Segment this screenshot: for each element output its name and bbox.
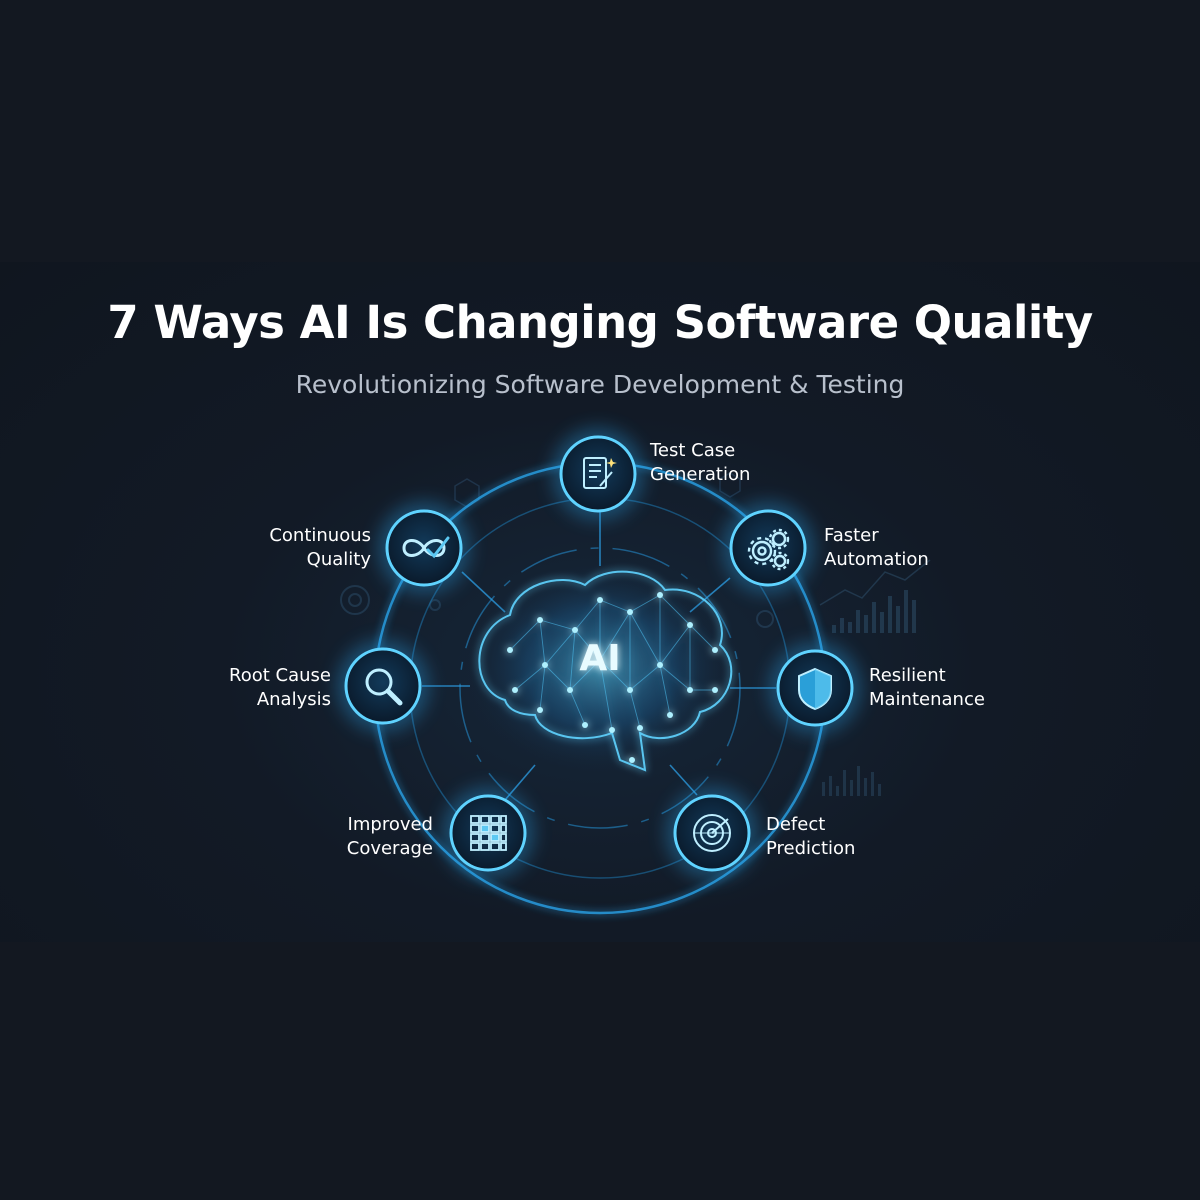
- brain-network-icon: [478, 570, 733, 772]
- label-line-1: Continuous: [269, 525, 371, 546]
- label-line-2: Automation: [824, 549, 929, 570]
- label-line-1: Faster: [824, 525, 879, 546]
- node-root-cause-analysis: [337, 640, 429, 732]
- label-root-cause-analysis: Root Cause Analysis: [229, 664, 331, 712]
- label-line-1: Root Cause: [229, 665, 331, 686]
- decor-hexagons: [454, 472, 741, 508]
- label-line-2: Prediction: [766, 838, 856, 859]
- label-line-2: Maintenance: [869, 689, 985, 710]
- node-improved-coverage: [442, 787, 534, 879]
- radar-target-icon: [693, 814, 731, 852]
- decor-bar-chart-right-top: [832, 590, 916, 633]
- label-line-1: Test Case: [650, 440, 736, 461]
- label-line-2: Coverage: [346, 838, 433, 859]
- page-title: 7 Ways AI Is Changing Software Quality: [107, 296, 1093, 349]
- grid-icon: [470, 815, 507, 851]
- label-improved-coverage: Improved Coverage: [347, 813, 433, 861]
- decor-bar-chart-right-bottom: [822, 766, 881, 796]
- page-subtitle: Revolutionizing Software Development & T…: [295, 370, 905, 399]
- label-line-1: Defect: [766, 814, 826, 835]
- label-line-2: Analysis: [256, 689, 331, 710]
- shield-icon: [798, 667, 832, 711]
- node-continuous-quality: [378, 502, 470, 594]
- infinity-check-icon: [402, 536, 450, 559]
- node-test-case-generation: [552, 428, 644, 520]
- label-test-case-generation: Test Case Generation: [650, 439, 750, 487]
- label-line-2: Quality: [306, 549, 371, 570]
- node-defect-prediction: [666, 787, 758, 879]
- magnifier-icon: [365, 668, 403, 706]
- label-resilient-maintenance: Resilient Maintenance: [869, 664, 985, 712]
- decor-dials: [340, 585, 774, 628]
- gears-icon: [747, 528, 790, 571]
- label-line-1: Improved: [347, 814, 433, 835]
- label-defect-prediction: Defect Prediction: [766, 813, 855, 861]
- label-faster-automation: Faster Automation: [824, 524, 929, 572]
- center-ai-label: AI: [579, 638, 620, 679]
- label-line-1: Resilient: [869, 665, 946, 686]
- label-line-2: Generation: [650, 464, 751, 485]
- decor-trend-line: [819, 559, 931, 606]
- brain-glow: [465, 560, 735, 776]
- document-edit-icon: [583, 457, 617, 489]
- node-resilient-maintenance: [769, 642, 861, 734]
- label-continuous-quality: Continuous Quality: [269, 524, 371, 572]
- node-faster-automation: [722, 502, 814, 594]
